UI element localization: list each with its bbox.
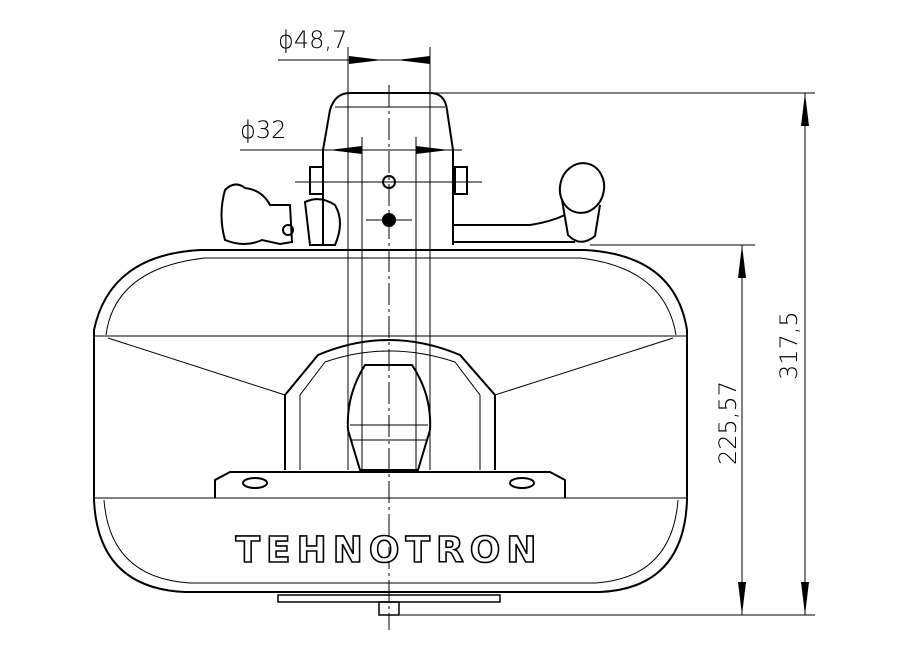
plate-slot xyxy=(242,477,268,489)
bolt-right xyxy=(454,166,468,195)
kingpin xyxy=(346,364,432,471)
housing xyxy=(93,249,688,593)
outer-diameter-label: ϕ48,7 xyxy=(278,26,347,54)
total-height-label: 317,5 xyxy=(775,311,803,380)
hole-filled xyxy=(382,213,396,227)
pin-cap xyxy=(322,92,454,245)
tehnotron-logo: TEHNOTRON xyxy=(235,530,542,571)
bottom-bolt xyxy=(378,601,400,616)
coupling-jaw xyxy=(284,339,496,470)
locking-knob xyxy=(220,183,294,246)
bolt-left xyxy=(309,166,324,195)
plate-slot xyxy=(509,477,535,489)
body-height-label: 225,57 xyxy=(714,381,742,465)
handle-knob xyxy=(558,162,606,214)
mounting-plate xyxy=(214,471,566,498)
hole xyxy=(382,175,396,189)
inner-diameter-label: ϕ32 xyxy=(240,116,286,144)
coupling-outline xyxy=(93,92,688,616)
handle-arm xyxy=(453,214,575,243)
dimension-arrows xyxy=(329,56,809,615)
